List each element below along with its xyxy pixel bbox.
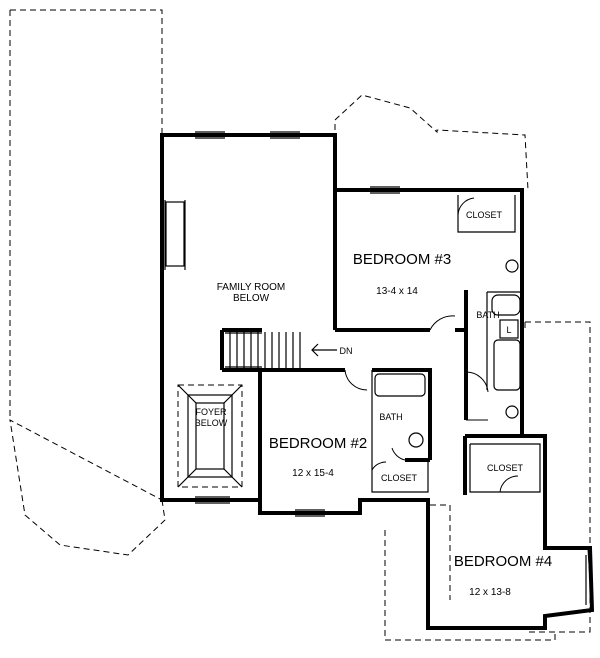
bedroom2-door — [344, 369, 368, 391]
fireplace — [165, 201, 185, 267]
tub-lower — [374, 373, 426, 397]
exterior-wall — [160, 133, 595, 630]
stairs-down-arrow — [311, 343, 337, 357]
linen-label: L — [506, 325, 511, 335]
bedroom2-walls — [258, 368, 432, 500]
tub-upper — [491, 294, 521, 316]
closet-b2-walls — [371, 460, 429, 493]
closet-b2-label: CLOSET — [381, 473, 418, 483]
bedroom4-dims: 12 x 13-8 — [469, 587, 511, 598]
foyer-label: FOYER — [195, 407, 227, 417]
closet-b4-walls — [469, 443, 541, 493]
bedroom3-name: BEDROOM #3 — [353, 251, 451, 268]
foyer-opening — [177, 384, 243, 488]
lower-floor-outline-right — [524, 321, 591, 633]
closet-b4-label: CLOSET — [487, 463, 524, 473]
bedroom3-dims: 13-4 x 14 — [376, 286, 418, 297]
lower-floor-outline-bottom — [384, 530, 556, 641]
bay-outline-bedroom4 — [430, 504, 451, 600]
bedroom4-walls — [463, 434, 522, 495]
toilet-lower — [408, 432, 424, 448]
bath-lower-door — [391, 447, 406, 461]
bath-upper-label: BATH — [476, 310, 499, 320]
stairs-down-label: DN — [340, 346, 353, 356]
closet-b3-door — [457, 197, 475, 216]
bedroom4-name: BEDROOM #4 — [454, 553, 552, 570]
bedroom3-door — [429, 315, 456, 331]
stair-treads — [225, 332, 301, 368]
foyer-below-label: BELOW — [195, 418, 228, 428]
bedroom3-walls — [333, 190, 468, 420]
bedroom2-name: BEDROOM #2 — [269, 435, 367, 452]
linen-closet — [499, 319, 519, 339]
stair-outline — [220, 328, 262, 372]
bay-window-outline — [334, 94, 529, 191]
bedroom2-dims: 12 x 15-4 — [292, 468, 334, 479]
bath-lower-label: BATH — [379, 412, 402, 422]
sink-upper — [505, 259, 519, 273]
family-room-below-label: BELOW — [233, 293, 270, 304]
closet-b4-door — [499, 475, 519, 493]
windows — [164, 131, 593, 611]
closet-b2-door — [371, 461, 387, 471]
tub-lower-upperbath — [493, 339, 521, 391]
sink-mid — [505, 405, 519, 419]
family-room-label: FAMILY ROOM — [217, 282, 286, 293]
closet-b3-label: CLOSET — [466, 210, 503, 220]
lower-floor-outline-left — [9, 9, 166, 556]
bath-upper-walls — [486, 291, 520, 390]
hall-door — [465, 371, 489, 393]
